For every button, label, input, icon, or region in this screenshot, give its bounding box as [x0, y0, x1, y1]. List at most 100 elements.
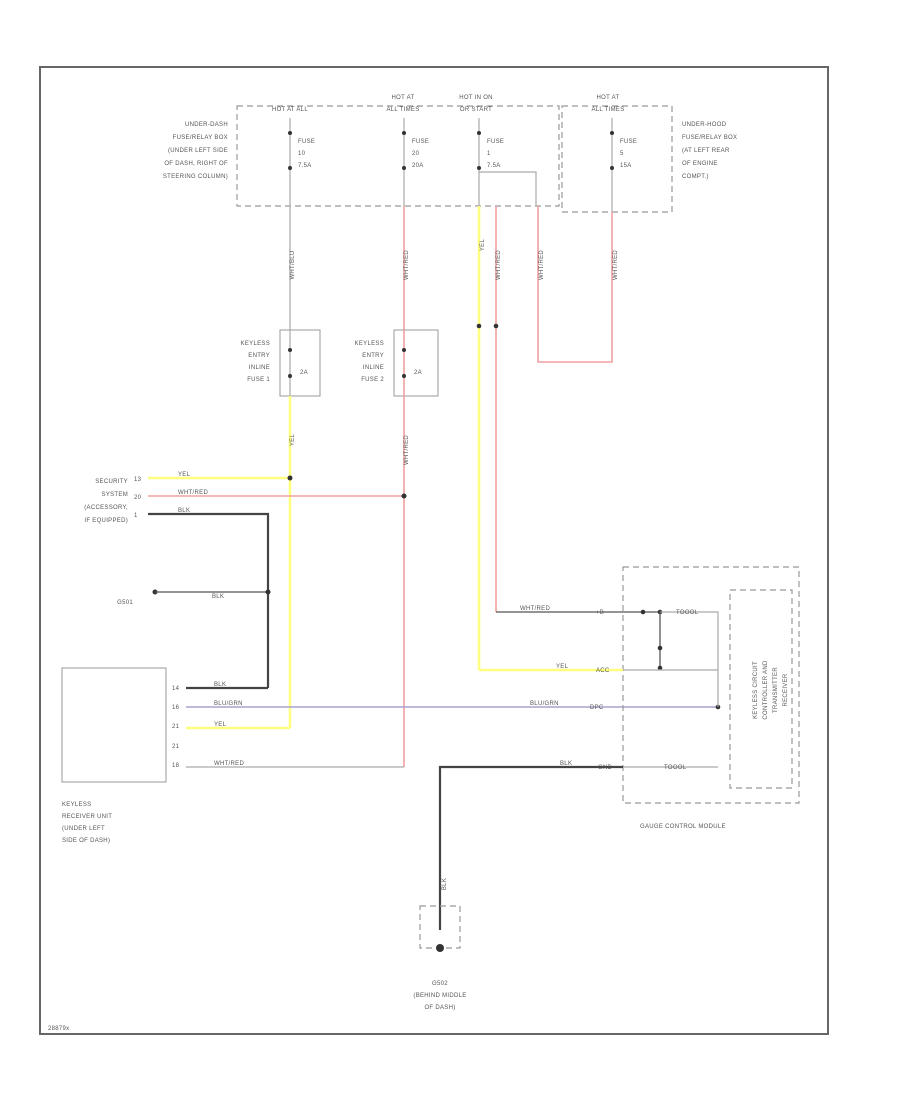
svg-text:2A: 2A — [300, 370, 308, 376]
svg-text:UNDER-HOOD: UNDER-HOOD — [682, 122, 727, 128]
svg-text:20: 20 — [412, 151, 420, 157]
svg-text:SECURITY: SECURITY — [95, 479, 128, 485]
under-hood-box-label: UNDER-HOOD FUSE/RELAY BOX (AT LEFT REAR … — [682, 122, 737, 180]
svg-text:OF DASH, RIGHT OF: OF DASH, RIGHT OF — [164, 161, 228, 167]
svg-text:UNDER-DASH: UNDER-DASH — [185, 122, 228, 128]
svg-text:HOT AT: HOT AT — [597, 95, 620, 101]
svg-text:20A: 20A — [412, 163, 424, 169]
fuse-1: FUSE 1 7.5A — [477, 118, 504, 206]
gauge-module-name: GAUGE CONTROL MODULE — [640, 824, 726, 830]
fuse-10: FUSE 10 7.5A — [288, 118, 315, 206]
wire-label-wht-blu: WHT/BLU — [290, 250, 296, 279]
svg-text:RECEIVER UNIT: RECEIVER UNIT — [62, 814, 112, 820]
svg-text:KEYLESS: KEYLESS — [62, 802, 91, 808]
security-system-label: SECURITY SYSTEM (ACCESSORY, IF EQUIPPED) — [84, 479, 128, 524]
svg-text:INLINE: INLINE — [363, 365, 384, 371]
svg-text:FUSE: FUSE — [412, 139, 429, 145]
gauge-pin-acc: ACC — [596, 668, 610, 674]
wire-label-wht-red-4: WHT/RED — [613, 250, 619, 280]
svg-text:FUSE: FUSE — [487, 139, 504, 145]
wire-label-wht-red-5: WHT/RED — [404, 435, 410, 465]
wire-label-g501-blk: BLK — [212, 594, 224, 600]
splice-dot — [265, 589, 271, 595]
receiver-pin-16: 16 — [172, 705, 180, 711]
wire-label-yel-2: YEL — [290, 434, 296, 447]
wire-label-receiver-blu-grn: BLU/GRN — [214, 701, 243, 707]
wire-label-security-wht-red: WHT/RED — [178, 490, 208, 496]
keyless-receiver-unit — [61, 667, 167, 783]
security-pin-13: 13 — [134, 477, 142, 483]
wire-label-gauge-blu-grn: BLU/GRN — [530, 701, 559, 707]
wire-label-gauge-wht-red: WHT/RED — [520, 606, 550, 612]
wire-gauge-internal-b — [660, 611, 719, 707]
svg-text:SYSTEM: SYSTEM — [102, 492, 128, 498]
ground-g502-symbol — [436, 944, 444, 952]
receiver-pin-14: 14 — [172, 686, 180, 692]
security-pin-1: 1 — [134, 513, 138, 519]
svg-text:COMPT.): COMPT.) — [682, 174, 709, 180]
receiver-pin-18: 18 — [172, 763, 180, 769]
wire-label-yel-top: YEL — [480, 239, 486, 252]
wire-label-wht-red-3: WHT/RED — [539, 250, 545, 280]
svg-text:7.5A: 7.5A — [487, 163, 501, 169]
gauge-pin-dpc: DPC — [590, 705, 604, 711]
receiver-pin-21b: 21 — [172, 744, 180, 750]
svg-text:1: 1 — [487, 151, 491, 157]
gauge-pin-gnd: GND — [598, 765, 613, 771]
keyless-receiver-label: KEYLESS RECEIVER UNIT (UNDER LEFT SIDE O… — [62, 802, 112, 844]
svg-text:STEERING COLUMN): STEERING COLUMN) — [163, 174, 228, 180]
svg-text:INLINE: INLINE — [249, 365, 270, 371]
svg-text:HOT AT ALL: HOT AT ALL — [272, 107, 308, 113]
hot-label-1: HOT AT ALL — [272, 107, 308, 113]
frame-id: 28879x — [48, 1026, 70, 1032]
svg-text:ALL TIMES: ALL TIMES — [591, 107, 624, 113]
svg-text:ENTRY: ENTRY — [248, 353, 270, 359]
under-dash-box-label: UNDER-DASH FUSE/RELAY BOX (UNDER LEFT SI… — [163, 122, 228, 180]
svg-text:ENTRY: ENTRY — [362, 353, 384, 359]
fuse-5: FUSE 5 15A — [610, 118, 637, 212]
inline-fuse-1: 2A KEYLESS ENTRY INLINE FUSE 1 — [241, 329, 321, 397]
keyless-controller-subbox — [729, 589, 793, 789]
svg-text:OF ENGINE: OF ENGINE — [682, 161, 718, 167]
gauge-pin-b: +B — [596, 610, 604, 616]
svg-text:KEYLESS CIRCUIT: KEYLESS CIRCUIT — [753, 661, 759, 719]
svg-text:TRANSMITTER: TRANSMITTER — [773, 667, 779, 713]
svg-text:SIDE OF DASH): SIDE OF DASH) — [62, 838, 110, 844]
gauge-control-module — [622, 566, 800, 804]
svg-text:FUSE: FUSE — [620, 139, 637, 145]
svg-text:G502: G502 — [432, 981, 448, 987]
svg-text:KEYLESS: KEYLESS — [241, 341, 270, 347]
svg-text:(BEHIND MIDDLE: (BEHIND MIDDLE — [413, 993, 466, 999]
splice-dot — [493, 323, 499, 329]
wire-label-security-blk: BLK — [178, 508, 190, 514]
wire-label-receiver-wht-red: WHT/RED — [214, 761, 244, 767]
inline-fuse-2: 2A KEYLESS ENTRY INLINE FUSE 2 — [355, 329, 439, 397]
svg-text:FUSE: FUSE — [298, 139, 315, 145]
splice-dot — [657, 665, 663, 671]
svg-text:OR START: OR START — [460, 107, 492, 113]
wire-label-security-yel: YEL — [178, 472, 191, 478]
wire-loop-fuse5 — [537, 206, 613, 363]
svg-text:HOT IN ON: HOT IN ON — [459, 95, 493, 101]
ground-g501-label: G501 — [117, 600, 133, 606]
keyless-controller-label: KEYLESS CIRCUIT CONTROLLER AND TRANSMITT… — [753, 660, 789, 720]
svg-text:KEYLESS: KEYLESS — [355, 341, 384, 347]
hot-label-2: HOT AT ALL TIMES — [386, 95, 419, 113]
wire-security-blk — [148, 512, 270, 688]
wire-fuse1-branch — [479, 171, 537, 206]
svg-text:ALL TIMES: ALL TIMES — [386, 107, 419, 113]
wire-label-gauge-blk: BLK — [560, 761, 572, 767]
svg-text:FUSE/RELAY BOX: FUSE/RELAY BOX — [173, 135, 228, 141]
svg-text:(UNDER LEFT SIDE: (UNDER LEFT SIDE — [168, 148, 228, 154]
svg-text:7.5A: 7.5A — [298, 163, 312, 169]
svg-text:RECEIVER: RECEIVER — [783, 673, 789, 706]
svg-text:FUSE 2: FUSE 2 — [361, 377, 384, 383]
security-pin-20: 20 — [134, 495, 142, 501]
svg-text:2A: 2A — [414, 370, 422, 376]
splice-dot — [640, 609, 646, 615]
diagram-frame — [39, 66, 829, 1035]
svg-text:(AT LEFT REAR: (AT LEFT REAR — [682, 148, 730, 154]
splice-dot — [657, 645, 663, 651]
svg-text:10: 10 — [298, 151, 306, 157]
under-hood-fuse-box — [561, 105, 673, 213]
